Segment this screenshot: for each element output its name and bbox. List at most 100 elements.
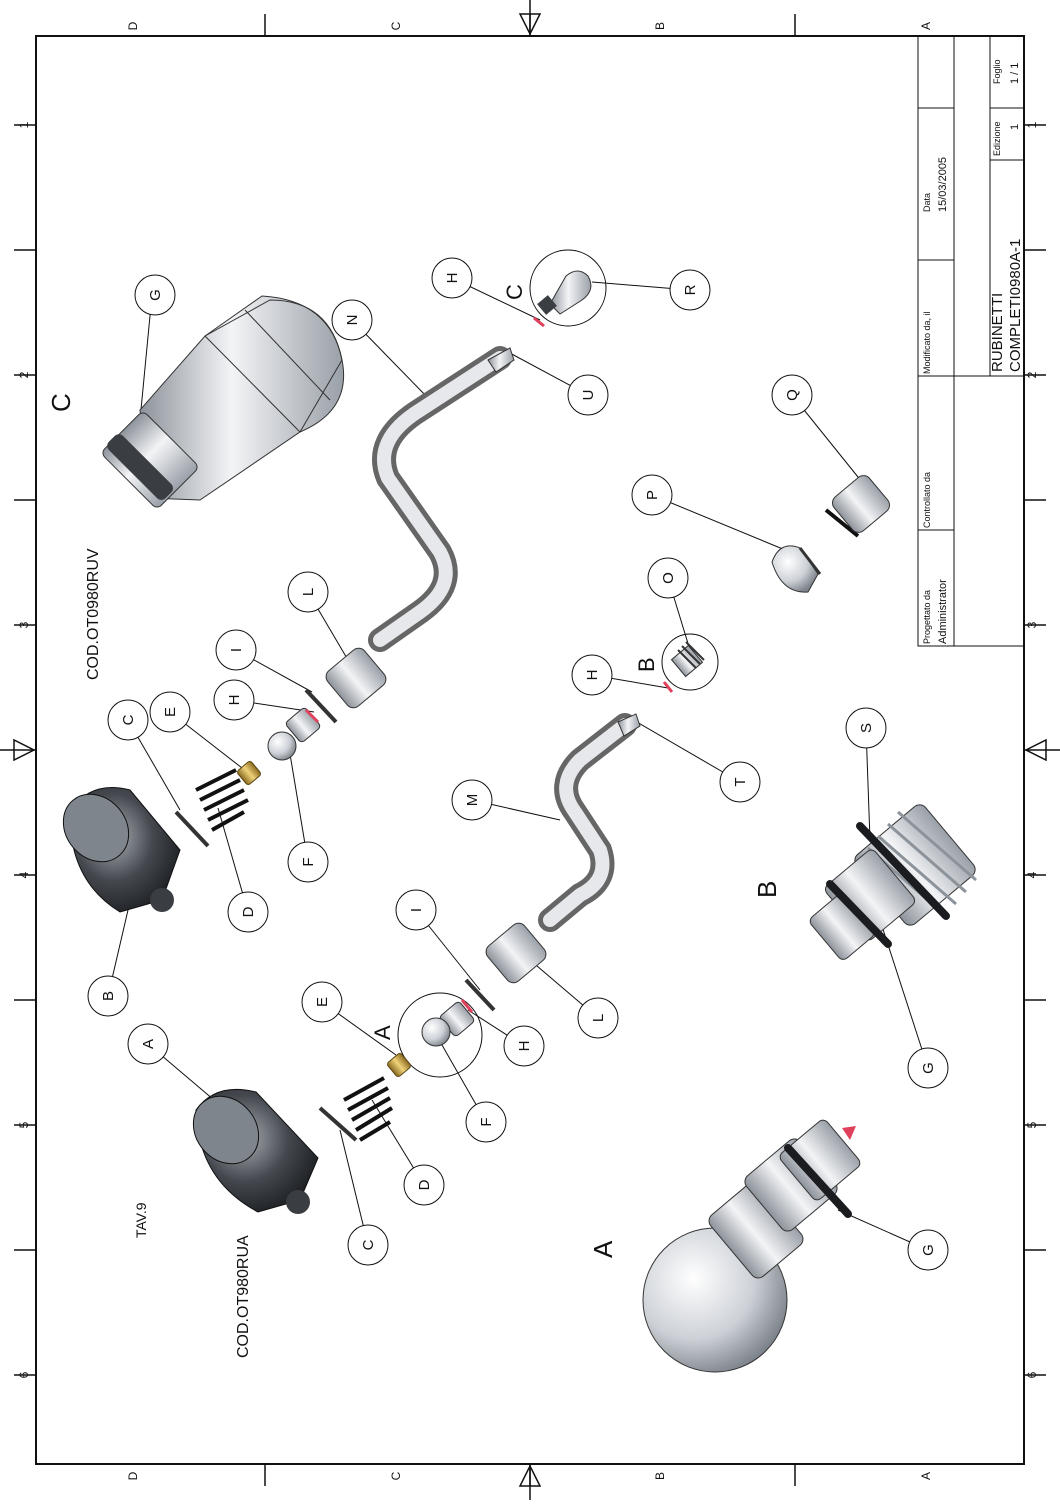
modificato-label: Modificato da, il [922, 311, 932, 374]
svg-text:I: I [228, 648, 245, 652]
callout-m: M [451, 779, 493, 821]
outer-border [35, 35, 1025, 1465]
callout-e-top: E [149, 691, 191, 733]
part-l-sleeve-lower [485, 922, 547, 984]
svg-text:S: S [858, 723, 875, 733]
svg-text:G: G [920, 1244, 937, 1256]
part-p-cap [771, 545, 822, 593]
code-rua-label: COD.OT980RUA [235, 1235, 252, 1358]
left-number-1: 1 [17, 121, 31, 128]
title-block [917, 35, 1025, 647]
callout-e-low: E [301, 981, 343, 1023]
callouts: G N H R U Q P O H L I H E C F D B T S M … [87, 257, 949, 1271]
svg-text:L: L [300, 588, 317, 596]
part-i-washer-upper [304, 688, 338, 724]
data-value: 15/03/2005 [937, 157, 949, 212]
detail-b-label: B [634, 657, 659, 672]
part-d-spring-lower [343, 1076, 394, 1142]
right-number-6: 6 [1025, 1371, 1039, 1378]
svg-text:G: G [147, 289, 164, 301]
tav-label: TAV.9 [133, 1202, 149, 1238]
svg-text:L: L [590, 1014, 607, 1022]
left-number-3: 3 [17, 621, 31, 628]
callout-l-top: L [287, 571, 329, 613]
part-e-brass-lower [387, 1053, 411, 1077]
callout-f-top: F [287, 841, 329, 883]
part-b-knob [62, 787, 181, 913]
callout-c-top: C [107, 699, 149, 741]
drawing-labels: COD.OT0980RUV COD.OT980RUA TAV.9 C B A A… [46, 284, 782, 1358]
data-label: Data [922, 193, 932, 212]
svg-text:R: R [682, 284, 699, 295]
part-q-washer [824, 508, 860, 538]
edizione-value: 1 [1009, 124, 1021, 130]
view-c-label: C [46, 393, 76, 412]
part-l-sleeve-upper [325, 647, 387, 709]
part-n-pipe-highlight [373, 351, 507, 647]
part-r-knob [533, 270, 592, 328]
svg-text:B: B [100, 991, 117, 1001]
callout-g-a: G [907, 1229, 949, 1271]
frame-labels: D C B A D C B A 1 2 3 4 5 6 1 2 3 4 5 6 [17, 21, 1039, 1480]
svg-text:G: G [920, 1062, 937, 1074]
part-c-body [102, 295, 345, 508]
part-s-fitting [809, 804, 977, 960]
callout-l-low: L [577, 997, 619, 1039]
view-b-label: B [752, 881, 782, 898]
top-zone-a: A [919, 22, 933, 30]
part-u-tip [487, 347, 515, 373]
detail-circles [397, 249, 719, 1078]
drawing-title-line-1: RUBINETTI [989, 293, 1006, 372]
callout-d-top: D [227, 891, 269, 933]
view-a-label: A [588, 1240, 618, 1258]
edizione-label: Edizione [992, 121, 1002, 156]
svg-text:D: D [240, 906, 257, 917]
part-a-knob [192, 1088, 319, 1214]
callout-h-b: H [571, 654, 613, 696]
svg-text:H: H [584, 670, 601, 681]
callout-p: P [631, 474, 673, 516]
zone-ticks [14, 14, 1046, 1486]
svg-text:H: H [516, 1041, 533, 1052]
svg-text:F: F [300, 857, 317, 866]
callout-a: A [127, 1023, 169, 1065]
callout-c-low: C [347, 1224, 389, 1266]
part-i-washer-lower [464, 978, 496, 1012]
callout-t: T [719, 761, 761, 803]
callout-h-low: H [503, 1025, 545, 1067]
right-number-3: 3 [1025, 621, 1039, 628]
callout-q: Q [771, 374, 813, 416]
svg-text:E: E [162, 707, 179, 717]
right-number-4: 4 [1025, 871, 1039, 878]
svg-text:P: P [644, 490, 661, 500]
part-f-ball-lower [421, 999, 475, 1047]
callout-f-low: F [465, 1101, 507, 1143]
bottom-zone-d: D [126, 1471, 140, 1480]
part-a-ball-fitting [642, 1119, 861, 1373]
svg-text:F: F [478, 1117, 495, 1126]
foglio-label: Foglio [992, 59, 1002, 84]
left-number-6: 6 [17, 1371, 31, 1378]
part-c-washer-lower [318, 1106, 358, 1142]
progettato-value: Administrator [937, 579, 949, 644]
left-number-2: 2 [17, 371, 31, 378]
right-number-2: 2 [1025, 371, 1039, 378]
svg-text:T: T [732, 777, 749, 786]
top-zone-b: B [653, 22, 667, 30]
svg-text:H: H [444, 273, 461, 284]
part-f-ball-upper [267, 707, 321, 761]
progettato-label: Progettato da [922, 590, 932, 644]
svg-text:N: N [344, 315, 361, 326]
callout-i-low: I [395, 889, 437, 931]
svg-text:I: I [408, 908, 425, 912]
part-o-fitting [662, 641, 705, 693]
bottom-zone-a: A [919, 1472, 933, 1480]
detail-a-label: A [370, 1025, 395, 1040]
callout-d-low: D [403, 1164, 445, 1206]
title-block-text: Progettato da Administrator Controllato … [922, 59, 1024, 644]
code-ruv-label: COD.OT0980RUV [85, 548, 102, 680]
callout-g-top: G [134, 274, 176, 316]
callout-b: B [87, 975, 129, 1017]
svg-text:O: O [660, 572, 677, 584]
